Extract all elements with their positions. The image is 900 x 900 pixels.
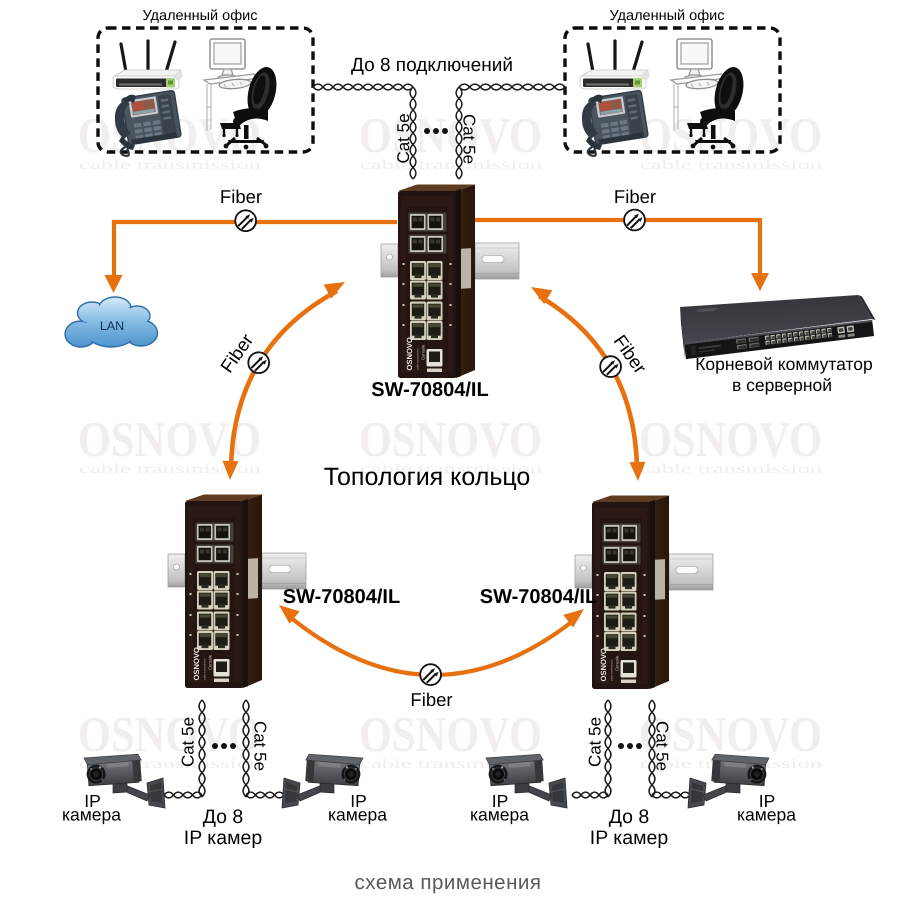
svg-text:SW-70804/IL: SW-70804/IL bbox=[371, 379, 488, 401]
svg-text:Cat 5e: Cat 5e bbox=[394, 113, 413, 163]
svg-text:камера: камера bbox=[737, 805, 796, 825]
svg-text:Cat 5e: Cat 5e bbox=[585, 717, 604, 767]
svg-text:IP: IP bbox=[84, 791, 101, 811]
svg-text:До 8 подключений: До 8 подключений bbox=[351, 55, 513, 76]
svg-text:Cat 5e: Cat 5e bbox=[653, 721, 672, 771]
svg-text:Удаленный офис: Удаленный офис bbox=[609, 8, 724, 24]
svg-text:IP: IP bbox=[759, 791, 776, 811]
svg-text:камера: камера bbox=[62, 805, 121, 825]
svg-text:в серверной: в серверной bbox=[732, 375, 832, 395]
svg-text:Fiber: Fiber bbox=[220, 186, 262, 207]
svg-text:SW-70804/IL: SW-70804/IL bbox=[480, 586, 597, 608]
svg-text:Корневой коммутатор: Корневой коммутатор bbox=[695, 354, 873, 374]
svg-text:схема применения: схема применения bbox=[355, 871, 542, 894]
svg-text:камера: камера bbox=[328, 805, 387, 825]
svg-text:Cat 5e: Cat 5e bbox=[178, 717, 197, 767]
svg-text:IP: IP bbox=[492, 791, 509, 811]
svg-text:Топология кольцо: Топология кольцо bbox=[324, 463, 531, 491]
svg-text:SW-70804/IL: SW-70804/IL bbox=[283, 586, 400, 608]
svg-text:IP камер: IP камер bbox=[184, 827, 263, 849]
svg-text:Cat 5e: Cat 5e bbox=[460, 114, 479, 164]
svg-text:Fiber: Fiber bbox=[410, 689, 452, 710]
svg-text:Cat 5e: Cat 5e bbox=[251, 721, 270, 771]
svg-text:Fiber: Fiber bbox=[614, 186, 656, 207]
svg-text:камера: камера bbox=[470, 805, 529, 825]
svg-text:До 8: До 8 bbox=[203, 806, 244, 828]
svg-text:IP камер: IP камер bbox=[590, 827, 669, 849]
svg-text:Удаленный офис: Удаленный офис bbox=[142, 8, 257, 24]
svg-text:IP: IP bbox=[350, 791, 367, 811]
svg-text:До 8: До 8 bbox=[609, 806, 650, 828]
